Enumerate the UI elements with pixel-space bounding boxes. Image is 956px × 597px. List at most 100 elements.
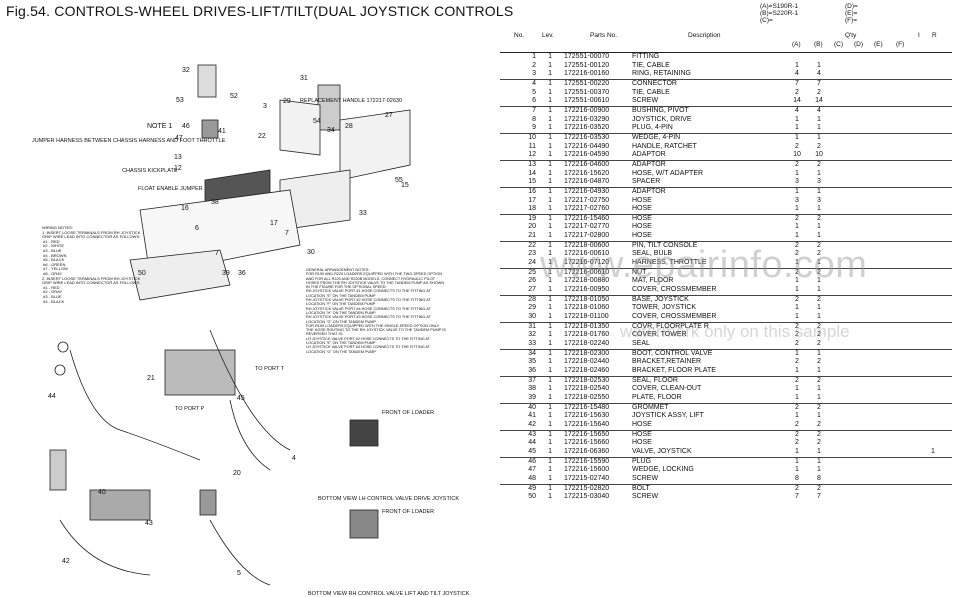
cell-a: 2 <box>795 376 799 384</box>
cell-a: 2 <box>795 295 799 303</box>
front-of-loader-label: FRONT OF LOADER <box>382 509 434 515</box>
cell-a: 1 <box>795 447 799 455</box>
cell-desc: SCREW <box>632 97 659 105</box>
cell-pn: 172551-00610 <box>564 97 610 105</box>
cell-a: 1 <box>795 466 799 474</box>
callout-number: 4 <box>292 455 296 462</box>
cell-no: 1 <box>532 53 536 60</box>
cell-pn: 172218-02440 <box>564 358 610 366</box>
callout-number: 27 <box>385 112 393 119</box>
watermark: www.epairinfo.com <box>540 244 868 286</box>
cell-lev: 1 <box>548 232 552 240</box>
float-note: FLOAT ENABLE JUMPER <box>138 186 203 192</box>
general-notes: GENERAL ARRANGEMENT NOTES: FOR R190 AND … <box>306 268 446 354</box>
cell-no: 46 <box>528 457 536 465</box>
to-port-p-label: TO PORT P <box>175 406 205 412</box>
model-code: (F)= <box>845 17 858 24</box>
cell-desc: TIE, CABLE <box>632 61 670 69</box>
cell-desc: COVER, TOWER <box>632 331 687 339</box>
cell-b: 1 <box>817 223 821 231</box>
cell-b: 2 <box>817 142 821 150</box>
cell-b: 4 <box>817 106 821 114</box>
cell-a: 4 <box>795 106 799 114</box>
cell-pn: 172217-02760 <box>564 205 610 213</box>
header-i: I <box>918 32 920 39</box>
cell-lev: 1 <box>548 493 552 501</box>
callout-circle <box>57 341 69 353</box>
cell-pn: 172218-01050 <box>564 295 610 303</box>
model-row: (C)=(F)= <box>760 17 950 24</box>
cell-a: 1 <box>795 115 799 123</box>
model-code: (B)=S220R-1 <box>760 10 799 17</box>
cell-lev: 1 <box>548 412 552 420</box>
cell-lev: 1 <box>548 322 552 330</box>
cell-desc: RING, RETAINING <box>632 70 691 78</box>
cell-pn: 172218-02300 <box>564 349 610 357</box>
cell-lev: 1 <box>548 474 552 482</box>
cell-pn: 172218-02460 <box>564 366 610 374</box>
cell-pn: 172216-04870 <box>564 178 610 186</box>
cell-lev: 1 <box>548 70 552 78</box>
cell-no: 20 <box>528 223 536 231</box>
callout-number: 5 <box>237 570 241 577</box>
cell-b: 2 <box>817 88 821 96</box>
callout-number: 36 <box>238 270 246 277</box>
cell-desc: HARNESS, THROTTLE <box>632 259 707 267</box>
cell-pn: 172218-01100 <box>564 313 609 321</box>
cell-b: 1 <box>817 412 821 420</box>
cell-desc: ADAPTOR <box>632 160 666 168</box>
cell-lev: 1 <box>548 304 552 312</box>
callout-number: 28 <box>345 123 353 130</box>
callout-number: 39 <box>222 270 230 277</box>
callout-number: 55 <box>395 177 403 184</box>
cell-lev: 1 <box>548 241 552 249</box>
cell-b: 1 <box>817 466 821 474</box>
cell-a: 2 <box>795 358 799 366</box>
cell-pn: 172218-02530 <box>564 376 610 384</box>
cell-b: 2 <box>817 340 821 347</box>
cell-desc: HOSE <box>632 196 652 204</box>
callout-number: 46 <box>182 123 190 130</box>
kickplate <box>129 249 231 301</box>
cell-a: 1 <box>795 205 799 213</box>
cell-pn: 172216-00900 <box>564 106 610 114</box>
callout-number: 41 <box>218 128 226 135</box>
cell-pn: 172216-00610 <box>564 250 610 258</box>
cell-lev: 1 <box>548 393 552 401</box>
cell-lev: 1 <box>548 376 552 384</box>
cell-lev: 1 <box>548 106 552 114</box>
cell-desc: SCREW <box>632 474 659 482</box>
cell-lev: 1 <box>548 466 552 474</box>
cell-lev: 1 <box>548 385 552 393</box>
watermark-sub: watermark only on this sample <box>620 322 850 341</box>
cell-desc: HOSE <box>632 223 652 231</box>
callout-number: 34 <box>327 127 335 134</box>
cell-lev: 1 <box>548 420 552 428</box>
cell-a: 1 <box>795 169 799 177</box>
cell-pn: 172216-03530 <box>564 133 610 141</box>
cell-b: 4 <box>817 70 821 78</box>
cell-lev: 1 <box>548 142 552 150</box>
header-col-e: (E) <box>874 41 883 48</box>
cell-pn: 172217-02750 <box>564 196 610 204</box>
cell-no: 10 <box>528 133 536 141</box>
joystick-lower-left <box>49 449 67 491</box>
cell-lev: 1 <box>548 178 552 186</box>
